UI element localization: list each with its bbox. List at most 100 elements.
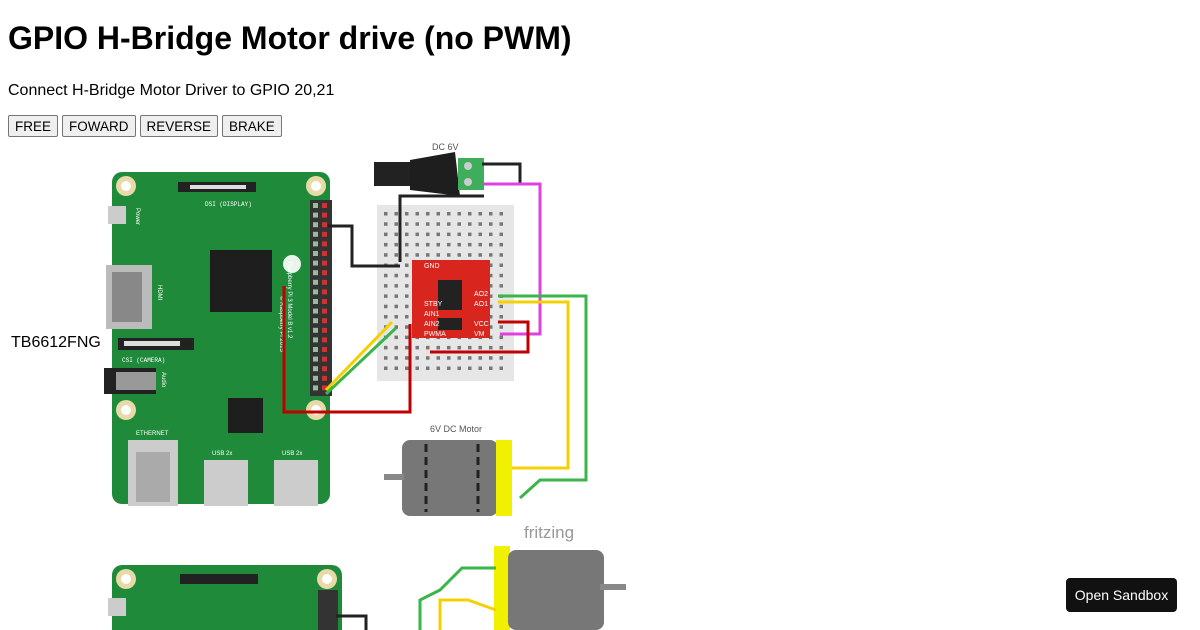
breadboard-hole: [489, 335, 493, 340]
gpio-pin: [322, 203, 327, 208]
breadboard-hole: [394, 284, 398, 288]
breadboard-hole: [447, 345, 451, 350]
breadboard-hole: [405, 315, 409, 319]
gpio-pin: [322, 337, 327, 343]
breadboard-hole: [489, 232, 493, 237]
breadboard-hole: [478, 212, 482, 216]
raspberry-logo-icon: [283, 255, 301, 273]
breadboard-hole: [489, 325, 493, 329]
breadboard-hole: [426, 222, 430, 226]
gpio-pin: [322, 251, 327, 256]
gpio-pin: [313, 299, 318, 304]
forward-button[interactable]: FOWARD: [62, 115, 136, 137]
csi-label: CSI (CAMERA): [122, 357, 165, 364]
gpio-pin: [313, 327, 318, 333]
brake-button[interactable]: BRAKE: [222, 115, 282, 137]
breadboard-hole: [405, 273, 409, 278]
breadboard-hole: [405, 232, 409, 237]
page-subtitle: Connect H-Bridge Motor Driver to GPIO 20…: [8, 82, 335, 99]
breadboard-hole: [384, 222, 388, 226]
breadboard-hole: [457, 242, 461, 247]
breadboard-hole: [384, 345, 388, 350]
free-button[interactable]: FREE: [8, 115, 59, 137]
breadboard-hole: [468, 253, 472, 257]
breadboard-hole: [405, 253, 409, 257]
gpio-pin: [313, 241, 318, 247]
gpio-pin: [322, 279, 327, 285]
breadboard-hole: [499, 356, 503, 360]
breadboard-hole: [489, 304, 493, 309]
control-buttons: FREE FOWARD REVERSE BRAKE: [8, 115, 282, 137]
breadboard-hole: [447, 242, 451, 247]
breadboard-hole: [394, 366, 398, 370]
breadboard-hole: [447, 222, 451, 226]
gpio-pin: [313, 318, 318, 324]
gpio-pin: [313, 231, 318, 237]
breadboard-hole: [394, 222, 398, 226]
breadboard-hole: [457, 212, 461, 216]
copyright-label: © Raspberry Pi 2015: [278, 296, 285, 352]
breadboard-hole: [394, 242, 398, 247]
breadboard-hole: [426, 242, 430, 247]
breadboard-hole: [447, 366, 451, 370]
breadboard-hole: [415, 222, 419, 226]
breadboard-hole: [415, 242, 419, 247]
breadboard-hole: [394, 315, 398, 319]
breadboard-hole: [468, 212, 472, 216]
breadboard-hole: [415, 366, 419, 370]
breadboard-hole: [405, 284, 409, 288]
breadboard-hole: [468, 232, 472, 237]
breadboard-hole: [489, 242, 493, 247]
breadboard-hole: [457, 366, 461, 370]
breadboard-hole: [394, 232, 398, 237]
breadboard-hole: [436, 366, 440, 370]
open-sandbox-button[interactable]: Open Sandbox: [1066, 578, 1177, 612]
breadboard-hole: [499, 253, 503, 257]
breadboard-hole: [499, 232, 503, 237]
breadboard-hole: [478, 242, 482, 247]
breadboard-hole: [447, 356, 451, 360]
breadboard-hole: [499, 335, 503, 340]
gpio-pin: [322, 327, 327, 333]
gpio-pin: [322, 318, 327, 324]
pin-vm: VM: [474, 331, 485, 338]
breadboard-hole: [499, 242, 503, 247]
power-label: Power: [134, 208, 140, 225]
breadboard-hole: [478, 232, 482, 237]
breadboard-hole: [489, 284, 493, 288]
gpio-pin: [313, 308, 318, 314]
breadboard-hole: [384, 284, 388, 288]
breadboard-hole: [489, 294, 493, 298]
pin-gnd: GND: [424, 263, 440, 270]
breadboard-hole: [415, 345, 419, 350]
gpio-pin: [313, 366, 318, 372]
gpio-pin: [322, 260, 327, 266]
breadboard-hole: [489, 273, 493, 278]
breadboard-hole: [478, 356, 482, 360]
breadboard-hole: [405, 263, 409, 267]
breadboard-hole: [499, 263, 503, 267]
pin-ao1: AO1: [474, 301, 488, 308]
breadboard-hole: [499, 366, 503, 370]
hdmi-label: HDMI: [156, 285, 162, 301]
gpio-pin: [322, 356, 327, 362]
breadboard-hole: [405, 242, 409, 247]
gpio-pin: [313, 270, 318, 276]
gpio-pin: [313, 337, 318, 343]
breadboard-hole: [384, 253, 388, 257]
gpio-pin: [313, 289, 318, 295]
breadboard-hole: [384, 315, 388, 319]
breadboard-hole: [426, 356, 430, 360]
breadboard-hole: [405, 222, 409, 226]
pin-pwma: PWMA: [424, 331, 446, 338]
breadboard-hole: [447, 253, 451, 257]
gpio-pin: [322, 375, 327, 381]
breadboard-hole: [394, 335, 398, 340]
gpio-pin: [322, 299, 327, 304]
gpio-pin: [322, 270, 327, 276]
breadboard-hole: [384, 294, 388, 298]
reverse-button[interactable]: REVERSE: [139, 115, 219, 137]
breadboard-hole: [394, 294, 398, 298]
breadboard-hole: [499, 273, 503, 278]
breadboard-hole: [478, 366, 482, 370]
